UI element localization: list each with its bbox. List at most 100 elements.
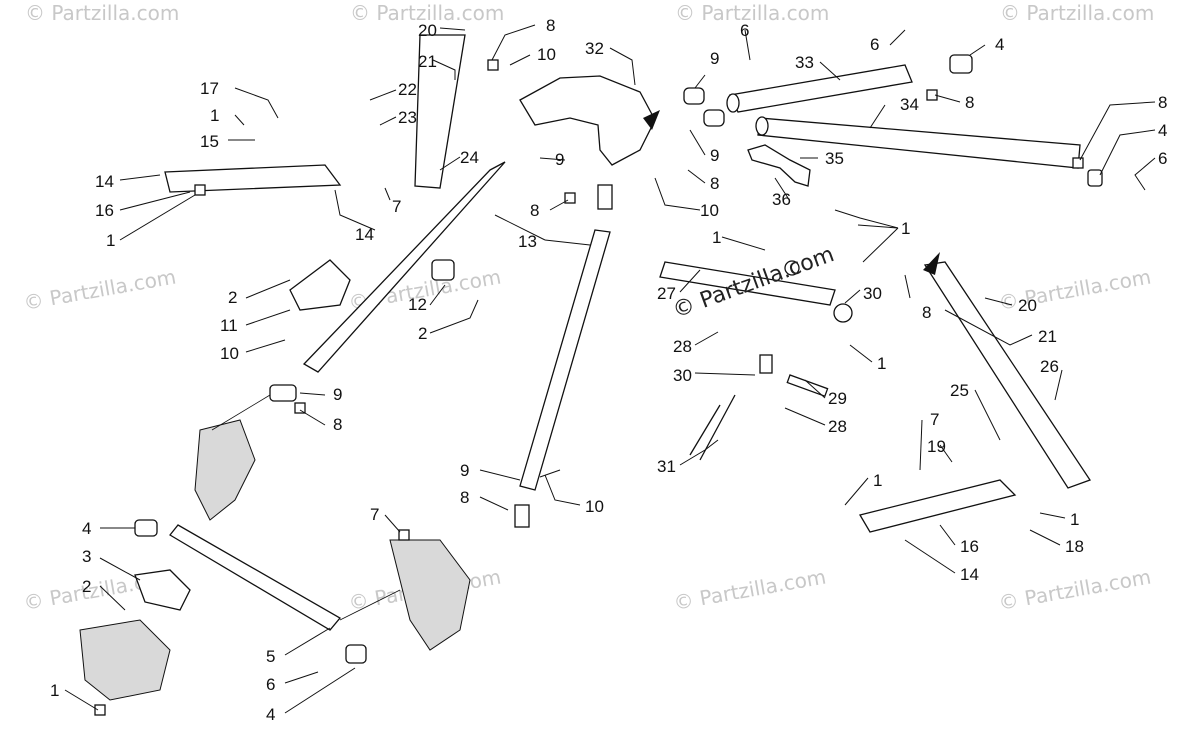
callout-label: 6 bbox=[266, 675, 275, 694]
callout-label: 21 bbox=[1038, 327, 1057, 346]
callout-label: 1 bbox=[210, 106, 219, 125]
clip-12 bbox=[431, 259, 455, 281]
callout-label: 4 bbox=[1158, 121, 1167, 140]
leader bbox=[834, 209, 899, 229]
callout-label: 1 bbox=[50, 681, 59, 700]
leader bbox=[774, 177, 789, 199]
callout-label: 26 bbox=[1040, 357, 1059, 376]
callout-label: 10 bbox=[220, 344, 239, 363]
callout-label: 9 bbox=[333, 385, 342, 404]
arrow-marker bbox=[643, 110, 660, 130]
lower-bracket bbox=[389, 539, 471, 651]
nut bbox=[1072, 157, 1084, 169]
leader bbox=[284, 671, 319, 684]
callout-label: 17 bbox=[200, 79, 219, 98]
clamp-4 bbox=[134, 519, 158, 537]
leader bbox=[679, 269, 701, 293]
leader bbox=[849, 344, 873, 363]
callouts: 20 8 10 21 22 23 24 32 17 1 15 14 16 1 1… bbox=[50, 16, 1167, 724]
steering-column-upper bbox=[302, 161, 506, 373]
leader bbox=[491, 24, 536, 61]
leader bbox=[984, 297, 1013, 306]
callout-label: 31 bbox=[657, 457, 676, 476]
leader bbox=[694, 331, 719, 346]
leader bbox=[689, 129, 706, 156]
mount-27 bbox=[659, 261, 836, 306]
leader bbox=[245, 279, 291, 299]
leader bbox=[804, 379, 826, 399]
leader bbox=[384, 514, 401, 533]
leader bbox=[609, 47, 636, 86]
callout-label: 34 bbox=[900, 95, 919, 114]
steering-support bbox=[519, 75, 656, 166]
leader bbox=[245, 339, 286, 353]
leader bbox=[904, 274, 911, 299]
clamp bbox=[747, 144, 811, 187]
callout-label: 25 bbox=[950, 381, 969, 400]
callout-label: 14 bbox=[960, 565, 979, 584]
leader bbox=[679, 439, 719, 466]
callout-label: 35 bbox=[825, 149, 844, 168]
callout-label: 8 bbox=[1158, 93, 1167, 112]
bushing bbox=[597, 184, 613, 210]
leader bbox=[539, 469, 561, 478]
leader bbox=[479, 496, 509, 511]
leader bbox=[509, 54, 531, 66]
leader bbox=[844, 477, 869, 506]
callout-label: 2 bbox=[228, 288, 237, 307]
leader bbox=[384, 187, 391, 201]
arrow-marker bbox=[923, 252, 940, 275]
leader bbox=[939, 524, 956, 546]
leader bbox=[119, 194, 196, 241]
callout-label: 1 bbox=[901, 219, 910, 238]
leader bbox=[939, 444, 953, 463]
callout-label: 21 bbox=[418, 52, 437, 71]
leader bbox=[544, 239, 591, 246]
callout-label: 13 bbox=[518, 232, 537, 251]
parts bbox=[79, 34, 1103, 716]
clamp-4 bbox=[949, 54, 973, 74]
callout-label: 1 bbox=[712, 228, 721, 247]
callout-label: 8 bbox=[546, 16, 555, 35]
leader bbox=[1029, 529, 1061, 546]
bushing-30 bbox=[759, 354, 773, 374]
leader bbox=[1134, 157, 1156, 191]
bushing bbox=[703, 109, 725, 127]
clamp-4 bbox=[345, 644, 367, 664]
leader bbox=[904, 539, 956, 574]
nut bbox=[564, 192, 576, 204]
callout-label: 24 bbox=[460, 148, 479, 167]
leader bbox=[479, 469, 521, 481]
callout-label: 23 bbox=[398, 108, 417, 127]
bracket-11 bbox=[289, 259, 351, 311]
callout-label: 20 bbox=[418, 21, 437, 40]
callout-label: 14 bbox=[95, 172, 114, 191]
leader bbox=[119, 191, 191, 211]
leader bbox=[245, 309, 291, 326]
callout-label: 14 bbox=[355, 225, 374, 244]
callout-label: 8 bbox=[333, 415, 342, 434]
leader bbox=[544, 474, 581, 506]
arm-16-right bbox=[858, 479, 1017, 533]
leader bbox=[494, 214, 546, 241]
leader bbox=[99, 557, 141, 581]
callout-label: 30 bbox=[863, 284, 882, 303]
callout-label: 8 bbox=[530, 201, 539, 220]
leader bbox=[694, 74, 706, 89]
leader bbox=[1054, 369, 1063, 401]
leader bbox=[862, 227, 899, 263]
callout-label: 3 bbox=[82, 547, 91, 566]
callout-label: 12 bbox=[408, 295, 427, 314]
callout-label: 11 bbox=[220, 316, 238, 335]
callout-label: 16 bbox=[960, 537, 979, 556]
callout-label: 10 bbox=[537, 45, 556, 64]
leader bbox=[99, 585, 126, 611]
leader bbox=[439, 156, 461, 171]
callout-label: 7 bbox=[370, 505, 379, 524]
bracket-21-upper bbox=[414, 34, 466, 189]
steering-column-lower bbox=[519, 229, 611, 491]
tube-end bbox=[755, 116, 769, 136]
callout-label: 18 bbox=[1065, 537, 1084, 556]
